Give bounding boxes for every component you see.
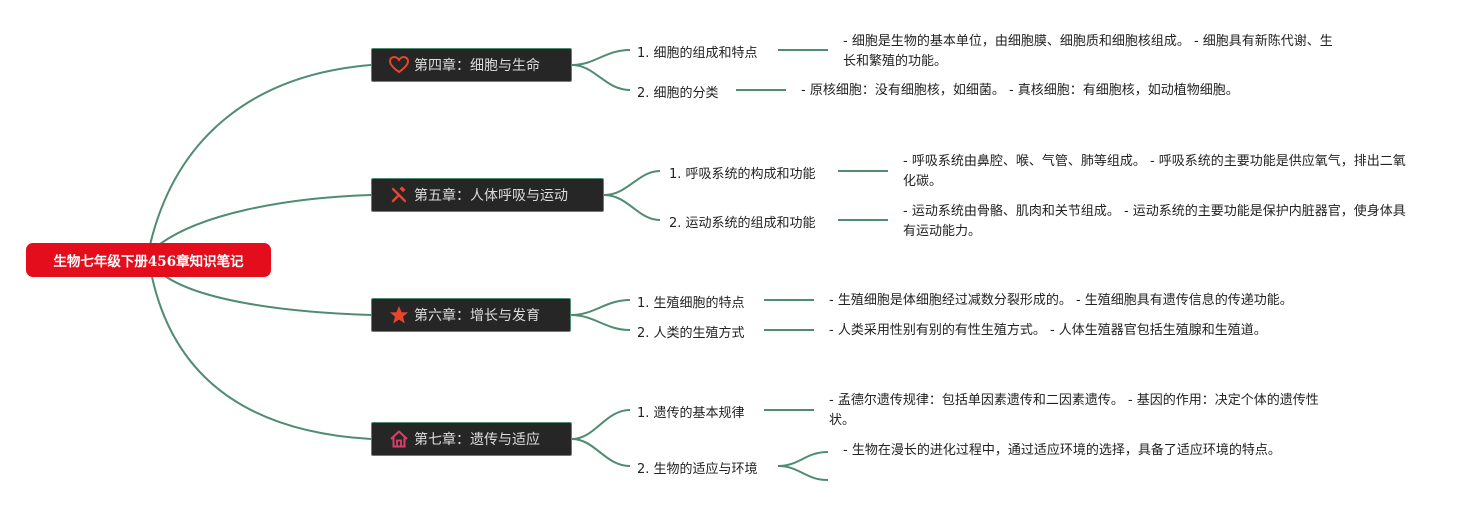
topic-detail[interactable]: - 细胞是生物的基本单位，由细胞膜、细胞质和细胞核组成。 - 细胞具有新陈代谢、…	[843, 34, 1333, 69]
topic-detail[interactable]: - 人类采用性别有别的有性生殖方式。 - 人体生殖器官包括生殖腺和生殖道。	[829, 323, 1267, 338]
connector-ch5-t1	[603, 170, 661, 196]
chapter-title: 第七章：遗传与适应	[414, 432, 540, 448]
star-icon	[388, 305, 410, 325]
topic-detail[interactable]: - 运动系统由骨骼、肌肉和关节组成。 - 运动系统的主要功能是保护内脏器官，使身…	[903, 204, 1406, 239]
chapter-title: 第六章：增长与发育	[414, 308, 540, 324]
chapter-7-node[interactable]: 第七章：遗传与适应	[371, 422, 572, 456]
topic-label[interactable]: 2. 细胞的分类	[637, 86, 719, 101]
connector-detail	[777, 465, 829, 481]
topic-label[interactable]: 1. 生殖细胞的特点	[637, 296, 745, 311]
chapter-4-node[interactable]: 第四章：细胞与生命	[371, 48, 572, 82]
connector-ch4-t1	[571, 49, 631, 66]
home-icon	[388, 429, 410, 449]
connector-ch4-t2	[571, 64, 631, 91]
topic-label[interactable]: 2. 人类的生殖方式	[637, 326, 745, 341]
chapter-5-node[interactable]: 第五章：人体呼吸与运动	[371, 178, 604, 212]
topic-label[interactable]: 1. 呼吸系统的构成和功能	[669, 167, 816, 182]
tools-icon	[388, 185, 410, 205]
connector-root-ch5	[159, 194, 372, 245]
connector-ch5-t2	[603, 194, 661, 221]
root-node[interactable]: 生物七年级下册456章知识笔记	[26, 243, 271, 277]
topic-label[interactable]: 1. 遗传的基本规律	[637, 406, 745, 421]
connector-detail	[777, 451, 829, 467]
topic-detail[interactable]: - 呼吸系统由鼻腔、喉、气管、肺等组成。 - 呼吸系统的主要功能是供应氧气，排出…	[903, 154, 1406, 189]
connector-ch6-t2	[570, 314, 631, 331]
chapter-6-node[interactable]: 第六章：增长与发育	[371, 298, 571, 332]
topic-label[interactable]: 1. 细胞的组成和特点	[637, 46, 758, 61]
topic-detail[interactable]: - 孟德尔遗传规律：包括单因素遗传和二因素遗传。 - 基因的作用：决定个体的遗传…	[829, 393, 1319, 428]
chapter-title: 第四章：细胞与生命	[414, 58, 540, 74]
topic-label[interactable]: 2. 运动系统的组成和功能	[669, 216, 816, 231]
topic-detail[interactable]: - 生殖细胞是体细胞经过减数分裂形成的。 - 生殖细胞具有遗传信息的传递功能。	[829, 293, 1293, 308]
topic-detail[interactable]: - 生物在漫长的进化过程中，通过适应环境的选择，具备了适应环境的特点。	[843, 443, 1281, 458]
connector-ch6-t1	[570, 299, 631, 316]
connector-ch7-t2	[571, 438, 631, 467]
connector-root-ch4	[149, 64, 372, 246]
topic-detail[interactable]: - 原核细胞：没有细胞核，如细菌。 - 真核细胞：有细胞核，如动植物细胞。	[801, 83, 1239, 98]
connector-ch7-t1	[571, 409, 631, 440]
connector-root-ch7	[151, 276, 372, 440]
connector-root-ch6	[164, 275, 372, 316]
heart-icon	[388, 55, 410, 75]
topic-label[interactable]: 2. 生物的适应与环境	[637, 462, 758, 477]
chapter-title: 第五章：人体呼吸与运动	[414, 188, 568, 204]
